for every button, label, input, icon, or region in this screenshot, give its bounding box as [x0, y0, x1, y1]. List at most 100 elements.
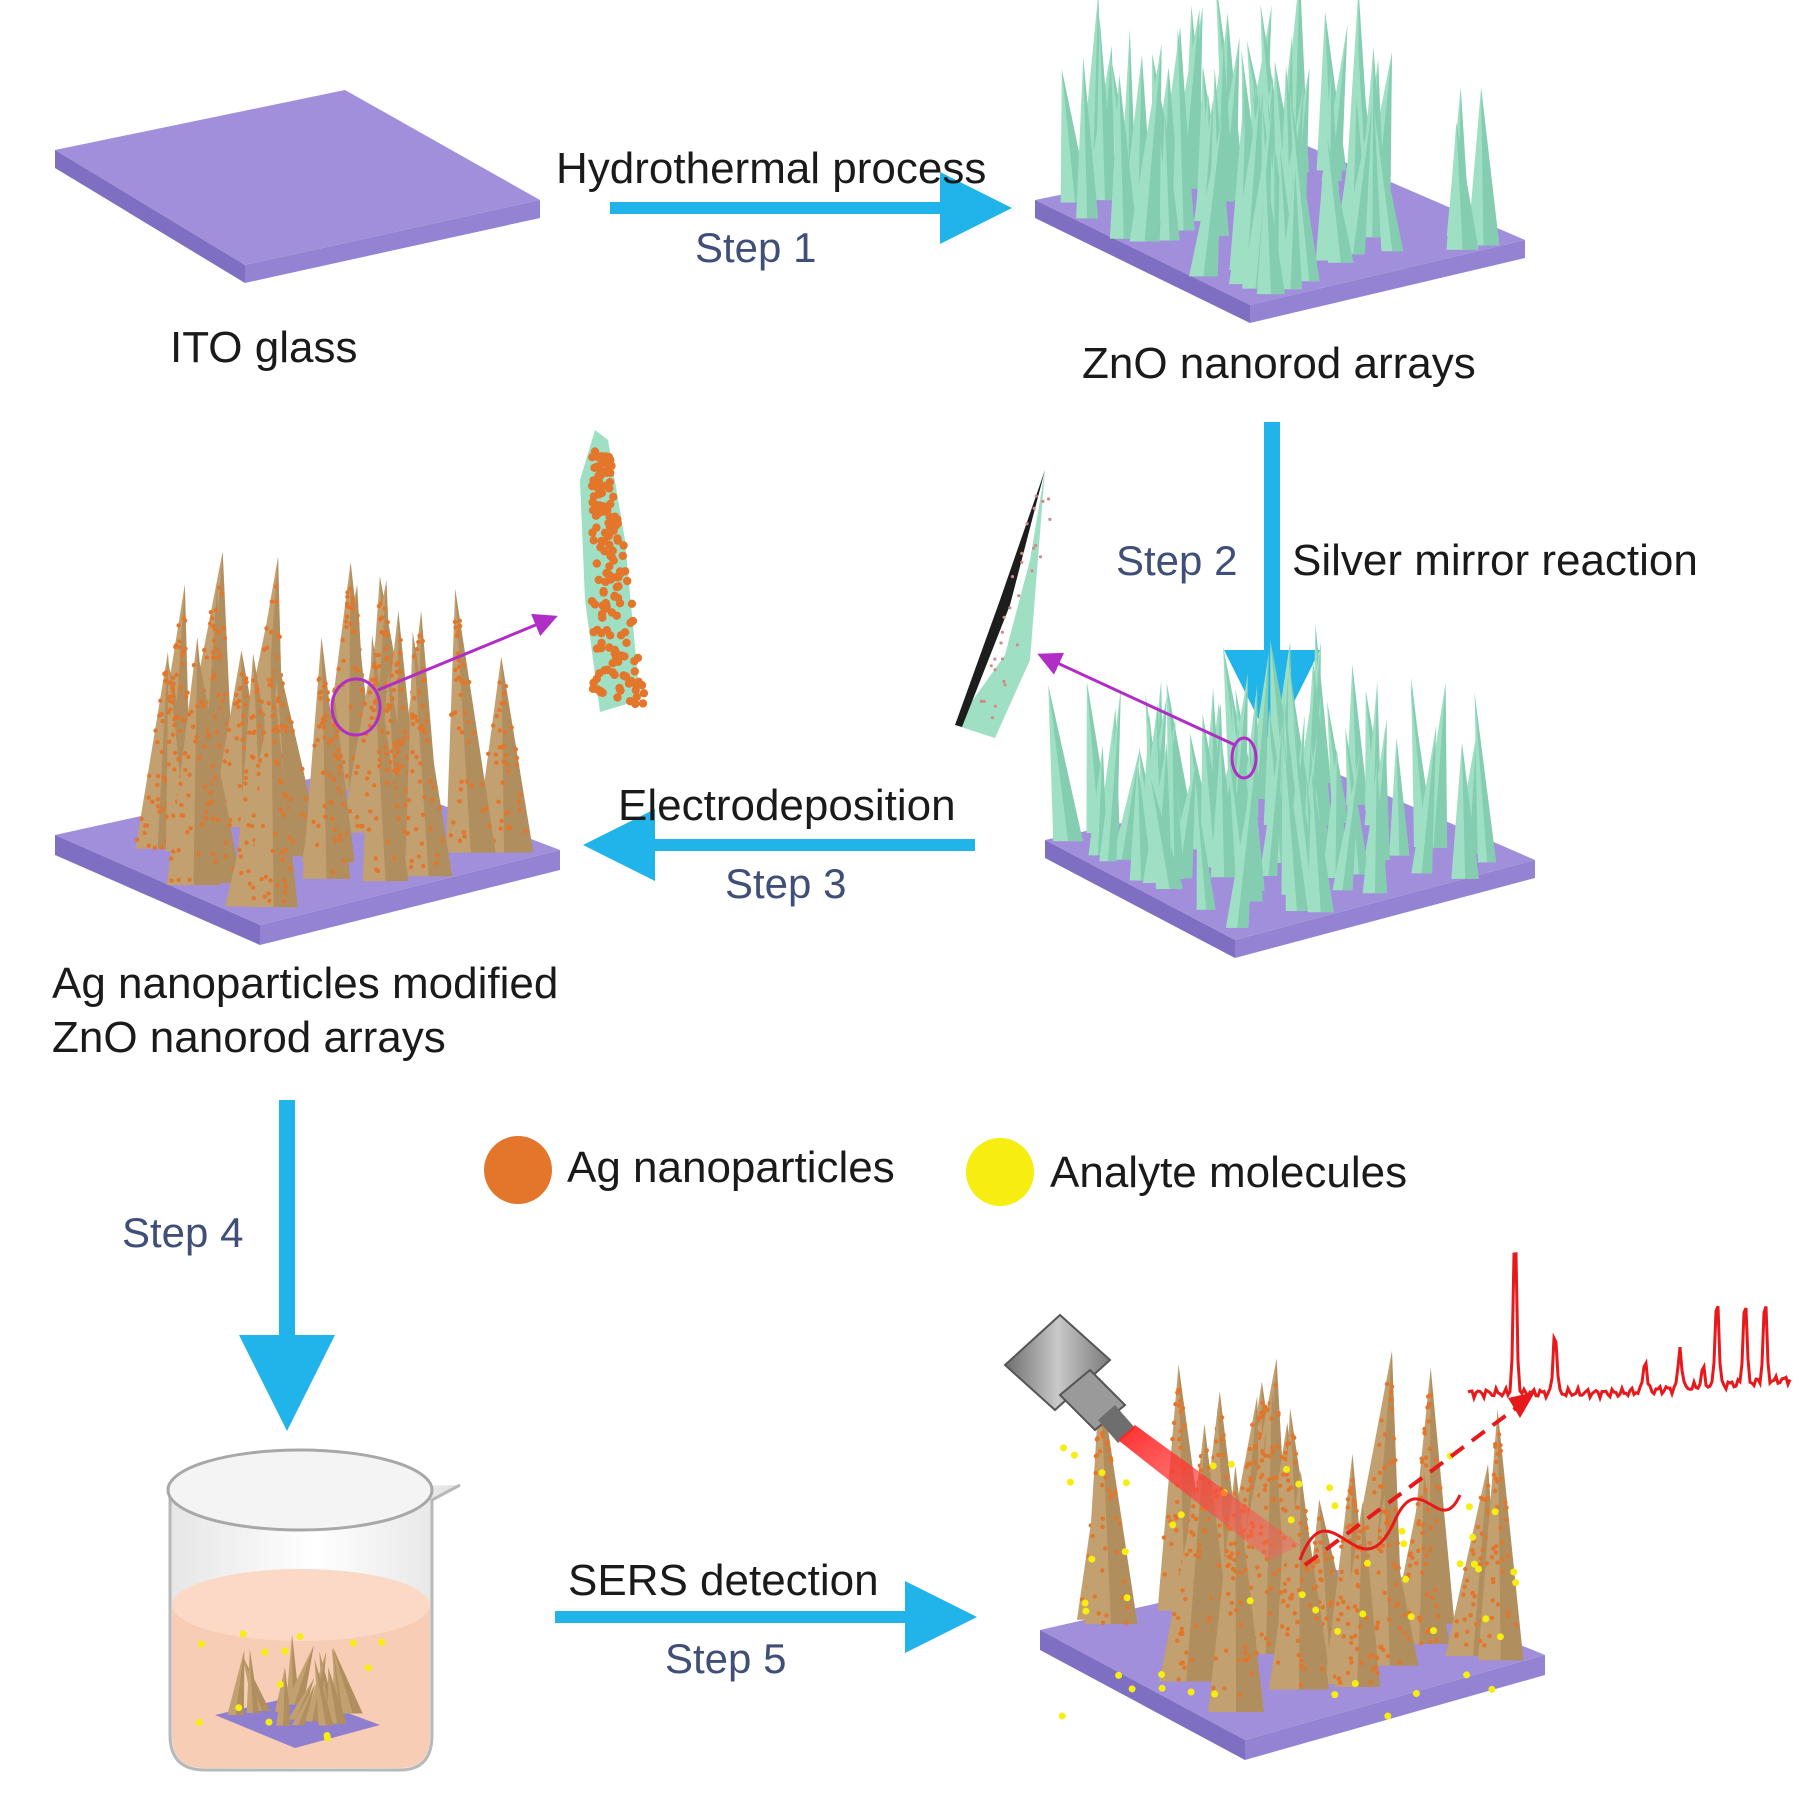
ag-rod-particle [202, 744, 207, 749]
ag-rod-particle [194, 734, 199, 740]
legend: Ag nanoparticles Analyte molecules [484, 1136, 1407, 1206]
ag-rod-particle [347, 809, 353, 814]
ag-rod-particle [352, 665, 358, 670]
zno-nanorod-arrays-seeded [1045, 623, 1535, 958]
ag-rod-particle [454, 633, 460, 639]
ag-rod-particle [244, 679, 249, 685]
ag-rod-particle [466, 739, 471, 745]
ag-rod-particle [503, 730, 508, 735]
sers-analyte-molecule [1398, 1527, 1406, 1535]
ag-particle-magnified [592, 559, 601, 568]
sers-analyte-molecule [1187, 1688, 1195, 1696]
ag-rod-particle [314, 842, 320, 848]
sers-rod-particle [1257, 1573, 1262, 1578]
zno-rod-seeded-7-shade [1365, 690, 1387, 811]
sers-rod-particle [1424, 1592, 1430, 1598]
ag-rod-particle [264, 753, 269, 758]
ag-rod-particle [384, 632, 390, 638]
zno-rod-seeded-29-shade [1433, 682, 1448, 848]
sers-rod-particle [1104, 1442, 1109, 1447]
ag-rod-particle [326, 740, 331, 746]
sers-rod-particle [1094, 1453, 1100, 1458]
ag-particle-magnified [630, 656, 639, 666]
sers-rod-particle [1345, 1670, 1351, 1676]
ag-rod-particle [373, 681, 378, 686]
zno-rod-top-19-shade [1061, 69, 1090, 203]
sers-rod-particle [1424, 1629, 1430, 1635]
ag-rod-particle [289, 720, 294, 725]
sers-rod-particle [1480, 1547, 1486, 1553]
sers-rod-particle [1391, 1436, 1397, 1441]
ag-rod-particle [359, 688, 364, 693]
sers-rod-particle [1314, 1616, 1319, 1621]
sers-rod-particle [1245, 1487, 1251, 1493]
ag-rod-particle [322, 735, 327, 740]
sers-rod-particle [1206, 1618, 1211, 1624]
sers-rod-particle [1253, 1445, 1258, 1451]
sers-rod-particle [1355, 1554, 1360, 1560]
sers-rod-particle [1278, 1590, 1284, 1595]
ag-rod-particle [455, 651, 460, 656]
ag-rod-particle [155, 740, 160, 745]
ag-particle-magnified [630, 667, 639, 676]
zno-rod-seeded-15-shade [1166, 682, 1194, 826]
ag-particle-magnified [623, 576, 632, 586]
zno-rod-seeded-62-shade [1172, 728, 1185, 879]
sers-rod-particle [1353, 1633, 1358, 1639]
ag-rod-particle [345, 594, 350, 599]
sers-analyte-molecule [1463, 1671, 1471, 1679]
ag-rod-particle [220, 698, 226, 703]
sers-rod-particle [1387, 1461, 1393, 1466]
sers-rod-particle [1329, 1569, 1334, 1574]
ag-rod-particle [341, 658, 346, 663]
beaker-icon [166, 1448, 461, 1772]
ag-rod-particle [345, 590, 350, 595]
ag-rod-particle [404, 788, 409, 793]
ag-rod-particle [417, 689, 422, 695]
ag-rod-21-shade [321, 637, 351, 879]
sers-rod-particle [1094, 1437, 1100, 1442]
zno-rod-top-68-shade [1290, 167, 1303, 290]
ag-rod-particle [334, 734, 339, 739]
ag-rod-particle [345, 614, 350, 619]
ag-rod-particle [455, 630, 461, 635]
ag-rod-particle [196, 851, 201, 857]
sers-rod-particle [1283, 1450, 1288, 1456]
ag-rod-particle [250, 885, 256, 890]
ag-rod-particle [462, 834, 467, 839]
ag-rod-particle [263, 874, 269, 880]
ag-rod-particle [500, 780, 505, 785]
ag-rod-particle [329, 800, 335, 805]
ag-rod-particle [496, 799, 501, 804]
sers-rod-particle [1375, 1670, 1380, 1676]
sers-analyte-molecule [1122, 1479, 1130, 1487]
sers-rod-particle [1162, 1572, 1168, 1577]
ag-rod-particle [211, 655, 216, 660]
sers-rod-particle [1465, 1629, 1470, 1635]
seed-particle [993, 668, 997, 672]
beaker-analyte-molecule [235, 1704, 243, 1712]
ag-rod-particle [508, 825, 513, 830]
ag-rod-15-shade [501, 656, 534, 853]
ag-rod-particle [273, 584, 279, 589]
seed-particle [1032, 506, 1036, 510]
ag-rod-particle [180, 661, 186, 666]
sers-analyte-molecule [1169, 1521, 1177, 1529]
ag-rod-particle [457, 799, 462, 804]
sers-rod-particle [1420, 1522, 1425, 1528]
zno-rod-top-57-shade [1327, 138, 1354, 263]
seed-particle [1041, 499, 1045, 503]
ag-particle-magnified [610, 591, 619, 600]
ag-rod-particle [416, 639, 421, 645]
sers-rod-particle [1248, 1585, 1254, 1590]
sers-rod-particle [1374, 1665, 1379, 1670]
sers-rod-particle [1169, 1541, 1174, 1547]
ag-rod-particle [267, 898, 272, 903]
magnified-seeded-rod [955, 470, 1052, 738]
sers-rod-particle [1376, 1570, 1381, 1575]
ag-rod-particle [281, 898, 286, 904]
ag-rod-particle [409, 712, 415, 717]
zno-rod-seeded-18-shade [1086, 681, 1112, 834]
sers-rod-particle [1494, 1459, 1499, 1465]
ag-particle-magnified [613, 534, 622, 543]
